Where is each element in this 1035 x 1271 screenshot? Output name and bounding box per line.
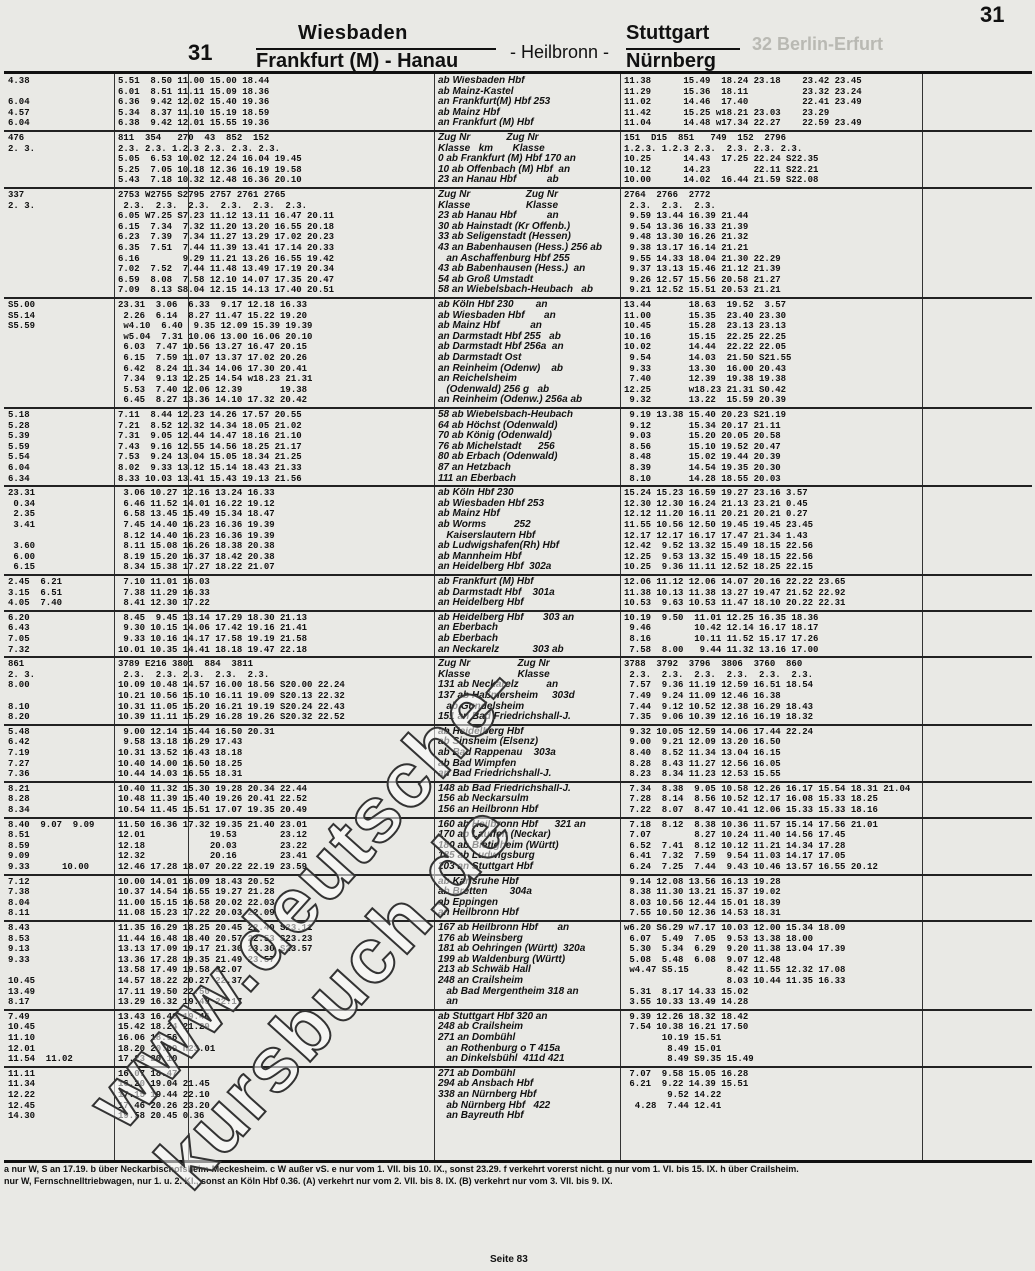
section-left-times: 861 2. 3. 8.00 8.10 8.20	[8, 659, 36, 723]
section-right-times: 13.44 18.63 19.52 3.57 11.00 15.35 23.40…	[624, 300, 792, 406]
section-right-times: 9.14 12.08 13.56 16.13 19.28 8.38 11.30 …	[629, 876, 781, 919]
section-stations: ab Köln Hbf 230 an ab Wiesbaden Hbf an a…	[438, 300, 583, 406]
section-left-times: 476 2. 3.	[8, 133, 36, 154]
section-left-times: 8.40 9.07 9.09 8.51 8.59 9.09 9.33 10.00	[8, 819, 95, 872]
section-divider	[4, 873, 1032, 876]
section-left-times: 7.49 10.45 11.10 12.01 11.54 11.02	[8, 1011, 73, 1065]
section-mid-times: 16.07 18.47 16.20 19.04 21.45 17.15 19.4…	[118, 1068, 210, 1122]
section-right-times: 2764 2766 2772 2.3. 2.3. 2.3. 9.59 13.44…	[624, 190, 781, 296]
section-stations: ab Wiesbaden Hbf ab Mainz-Kastel an Fran…	[438, 76, 551, 129]
column-rule	[620, 74, 621, 1160]
section-mid-times: 2753 W2755 S2795 2757 2761 2765 2.3. 2.3…	[118, 190, 335, 296]
section-divider	[4, 297, 1032, 299]
section-stations: 58 ab Wiebelsbach-Heubach 64 ab Höchst (…	[438, 410, 573, 484]
section-divider	[4, 723, 1032, 726]
destination-title: Stuttgart	[626, 22, 710, 44]
column-rule	[922, 74, 923, 1160]
section-left-times: 8.43 8.53 9.13 9.33 10.45 13.49 8.17	[8, 923, 36, 1008]
timetable-grid: 4.38 6.04 4.57 6.04 5.51 8.50 11.00 15.00…	[4, 71, 1032, 1163]
footnotes: a nur W, S an 17.19. b über Neckarbischo…	[4, 1163, 1032, 1187]
section-left-times: 11.11 11.34 12.22 12.45 14.30	[8, 1068, 36, 1122]
section-left-times: 23.31 0.34 2.35 3.41 3.60 6.00 6.15	[8, 488, 36, 573]
section-mid-times: 11.35 16.29 18.25 20.45 22.40 S23.11 11.…	[118, 923, 313, 1008]
section-right-times: 9.32 10.05 12.59 14.06 17.44 22.24 9.00 …	[629, 726, 814, 780]
section-left-times: 2.45 6.21 3.15 6.51 4.05 7.40	[8, 577, 63, 609]
section-left-times: 5.48 6.42 7.19 7.27 7.36	[8, 726, 30, 780]
via-title: - Heilbronn -	[510, 42, 610, 62]
section-right-times: 11.38 15.49 18.24 23.18 23.42 23.45 11.2…	[624, 76, 862, 129]
section-left-times: 8.21 8.28 8.34	[8, 783, 30, 815]
section-stations: ab Köln Hbf 230 ab Wiesbaden Hbf 253 ab …	[438, 488, 560, 573]
section-stations: ab Heidelberg Hbf ab Sinsheim (Elsenz) a…	[438, 726, 556, 780]
section-mid-times: 7.10 11.01 16.03 7.38 11.29 16.33 8.41 1…	[123, 577, 210, 609]
section-right-times: 9.19 13.38 15.40 20.23 S21.19 9.12 15.34…	[629, 410, 787, 484]
section-left-times: 337 2. 3.	[8, 190, 36, 211]
section-right-times: w6.20 S6.29 w7.17 10.03 12.00 15.34 18.0…	[624, 923, 846, 1008]
section-left-times: S5.00 S5.14 S5.59	[8, 300, 36, 332]
section-stations: 271 ab Dombühl 294 ab Ansbach Hbf 338 an…	[438, 1068, 551, 1122]
destination-subtitle: Nürnberg	[626, 48, 740, 73]
origin-subtitle: Frankfurt (M) - Hanau	[256, 48, 496, 73]
section-divider	[4, 130, 1032, 132]
section-right-times: 151 D15 851 749 152 2796 1.2.3. 1.2.3 2.…	[624, 133, 819, 186]
section-mid-times: 10.00 14.01 16.09 18.43 20.52 10.37 14.5…	[118, 876, 275, 919]
footnote-line: nur W, Fernschnelltriebwagen, nur 1. u. …	[4, 1176, 613, 1186]
section-mid-times: 7.11 8.44 12.23 14.26 17.57 20.55 7.21 8…	[118, 410, 302, 484]
section-stations: 167 ab Heilbronn Hbf an 176 ab Weinsberg…	[438, 923, 586, 1008]
section-mid-times: 13.43 16.46 19.46 15.42 18.24 21.29 16.0…	[118, 1011, 216, 1065]
section-mid-times: 3789 E216 3801 884 3811 2.3. 2.3. 2.3. 2…	[118, 659, 345, 723]
section-right-times: 12.06 11.12 12.06 14.07 20.16 22.22 23.6…	[624, 577, 846, 609]
section-mid-times: 3.06 10.27 12.16 13.24 16.33 6.46 11.52 …	[123, 488, 275, 573]
section-divider	[4, 609, 1032, 612]
section-left-times: 6.20 6.43 7.05 7.32	[8, 612, 30, 655]
section-stations: 148 ab Bad Friedrichshall-J. 156 ab Neck…	[438, 783, 571, 815]
footnote-line: a nur W, S an 17.19. b über Neckarbischo…	[4, 1164, 799, 1174]
section-stations: Zug Nr Zug Nr Klasse km Klasse 0 ab Fran…	[438, 133, 576, 186]
section-divider	[4, 407, 1032, 409]
section-mid-times: 11.50 16.36 17.32 19.35 21.40 23.01 12.0…	[118, 819, 308, 872]
section-stations: ab Frankfurt (M) Hbf ab Darmstadt Hbf 30…	[438, 577, 555, 609]
section-divider	[4, 1065, 1032, 1068]
section-divider	[4, 656, 1032, 659]
section-mid-times: 23.31 3.06 6.33 9.17 12.18 16.33 2.26 6.…	[118, 300, 313, 406]
section-mid-times: 8.45 9.45 13.14 17.29 18.30 21.13 9.30 1…	[118, 612, 308, 655]
section-divider	[4, 485, 1032, 488]
section-stations: Zug Nr Zug Nr Klasse Klasse 23 ab Hanau …	[438, 190, 602, 296]
section-stations: ab Heidelberg Hbf 303 an an Eberbach ab …	[438, 612, 575, 655]
bleed-through-text: 32 Berlin-Erfurt	[752, 34, 884, 54]
section-divider	[4, 780, 1032, 783]
section-divider	[4, 920, 1032, 922]
section-right-times: 7.18 8.12 8.38 10.36 11.57 15.14 17.56 2…	[629, 819, 878, 872]
section-stations: 160 ab Heilbronn Hbf 321 an 170 ab Lauff…	[438, 819, 586, 872]
section-right-times: 3788 3792 3796 3806 3760 860 2.3. 2.3. 2…	[624, 659, 814, 723]
section-divider	[4, 187, 1032, 189]
column-rule	[114, 74, 115, 1160]
section-stations: Zug Nr Zug Nr Klasse Klasse 131 ab Necka…	[438, 659, 575, 723]
section-mid-times: 5.51 8.50 11.00 15.00 18.44 6.01 8.51 11…	[118, 76, 270, 129]
section-left-times: 5.18 5.28 5.39 5.59 5.54 6.04 6.34	[8, 410, 30, 484]
column-rule	[434, 74, 435, 1160]
page-number: Seite 83	[490, 1254, 528, 1265]
section-mid-times: 811 354 270 43 852 152 2.3. 2.3. 1.2.3 2…	[118, 133, 302, 186]
corner-table-number: 31	[980, 2, 1005, 27]
section-divider	[4, 1008, 1032, 1011]
section-right-times: 7.34 8.38 9.05 10.58 12.26 16.17 15.54 1…	[629, 783, 911, 815]
section-left-times: 7.12 7.38 8.04 8.11	[8, 876, 30, 919]
section-left-times: 4.38 6.04 4.57 6.04	[8, 76, 30, 129]
table-number: 31	[188, 40, 213, 65]
section-divider	[4, 816, 1032, 819]
section-divider	[4, 574, 1032, 576]
origin-title: Wiesbaden	[298, 22, 408, 44]
section-stations: ab Karlsruhe Hbf ab Bretten 304a ab Eppi…	[438, 876, 532, 919]
section-right-times: 9.39 12.26 18.32 18.42 7.54 10.38 16.21 …	[629, 1011, 754, 1065]
section-stations: ab Stuttgart Hbf 320 an 248 ab Crailshei…	[438, 1011, 565, 1065]
section-mid-times: 9.00 12.14 15.44 16.50 20.31 9.58 13.18 …	[118, 726, 275, 780]
column-rule	[188, 74, 189, 1160]
section-right-times: 10.19 9.50 11.01 12.25 16.35 18.36 9.46 …	[624, 612, 819, 655]
section-right-times: 15.24 15.23 16.59 19.27 23.16 3.57 12.30…	[624, 488, 814, 573]
section-mid-times: 10.40 11.32 15.30 19.28 20.34 22.44 10.4…	[118, 783, 308, 815]
section-right-times: 7.07 9.58 15.05 16.28 6.21 9.22 14.39 15…	[629, 1068, 749, 1111]
